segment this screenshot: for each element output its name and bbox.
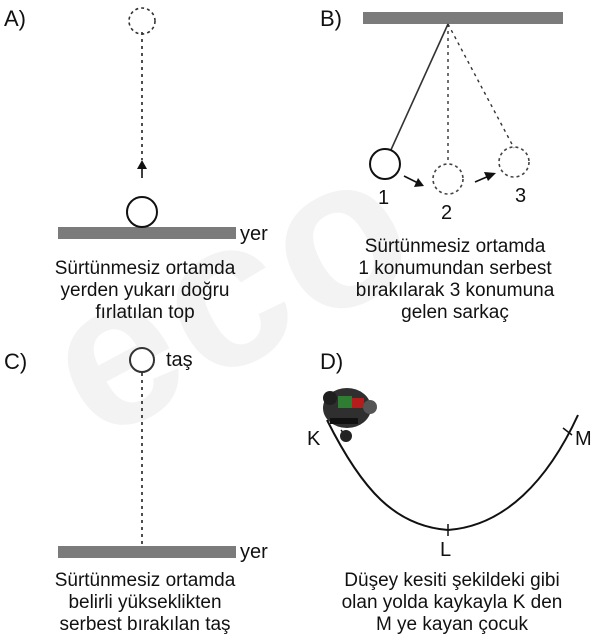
panel-c-letter: C)	[4, 349, 28, 374]
panel-b-caption-line: 1 konumundan serbest	[358, 258, 552, 279]
panel-a-ball	[126, 196, 158, 228]
panel-d-caption-line: Düşey kesiti şekildeki gibi	[344, 570, 560, 591]
panel-a-caption-line: fırlatılan top	[95, 302, 195, 323]
panel-b-caption-line: Sürtünmesiz ortamda	[364, 236, 546, 257]
panel-b-bob-1	[369, 148, 401, 180]
panel-d-point-l: L	[440, 539, 452, 561]
panel-c-caption-line: belirli yükseklikten	[68, 592, 222, 613]
panel-a-caption-line: Sürtünmesiz ortamda	[54, 258, 236, 279]
panel-b-caption-line: gelen sarkaç	[401, 302, 509, 323]
panel-b-ceiling	[363, 12, 563, 24]
panel-a-ground	[58, 227, 236, 239]
panel-b-arrowhead-2	[484, 172, 496, 181]
panel-c-ground-label: yer	[240, 541, 268, 563]
panel-b-string-3	[447, 23, 515, 149]
panel-c-caption-line: serbest bırakılan taş	[59, 614, 231, 635]
panel-b-caption-line: bırakılarak 3 konumuna	[355, 280, 555, 301]
panel-c-caption-line: Sürtünmesiz ortamda	[54, 570, 236, 591]
panel-c-drawing	[58, 347, 236, 558]
panel-b-position-2: 2	[441, 202, 453, 224]
panel-d-caption-line: olan yolda kaykayla K den	[341, 592, 563, 613]
panel-b-drawing	[363, 12, 563, 195]
panel-d-point-m: M	[575, 428, 592, 450]
panel-d-drawing	[323, 388, 579, 536]
panel-c-object-label: taş	[166, 349, 193, 371]
panel-a-ball-top	[128, 7, 156, 35]
panel-b-caption: Sürtünmesiz ortamda 1 konumundan serbest…	[325, 236, 585, 324]
panel-b-bob-2	[432, 163, 464, 195]
panel-a-arrowhead	[137, 160, 147, 169]
panel-c-stone	[129, 347, 155, 373]
panel-b-bob-3	[498, 146, 530, 178]
panel-d-caption-line: M ye kayan çocuk	[375, 614, 529, 635]
panel-a-caption-line: yerden yukarı doğru	[60, 280, 230, 301]
panel-b-letter: B)	[320, 6, 342, 31]
panel-a-caption: Sürtünmesiz ortamda yerden yukarı doğru …	[15, 258, 275, 324]
panel-c-caption: Sürtünmesiz ortamda belirli yükseklikten…	[15, 570, 275, 636]
panel-b-position-3: 3	[515, 185, 527, 207]
panel-d-track	[326, 414, 579, 532]
panel-c-ground	[58, 546, 236, 558]
panel-a-drawing	[58, 7, 236, 239]
panel-d-tick-m	[562, 427, 573, 436]
panel-d-caption: Düşey kesiti şekildeki gibi olan yolda k…	[302, 570, 602, 636]
panel-d-letter: D)	[320, 349, 344, 374]
panel-a-ground-label: yer	[240, 223, 268, 245]
panel-b-arrowhead-1	[414, 178, 424, 187]
panel-b-position-1: 1	[378, 187, 390, 209]
panel-d-point-k: K	[307, 428, 321, 450]
skateboarder-figure	[323, 388, 377, 442]
panel-a-letter: A)	[4, 6, 26, 31]
panel-b-arrow-1	[403, 175, 419, 184]
panel-b-string	[389, 23, 449, 153]
